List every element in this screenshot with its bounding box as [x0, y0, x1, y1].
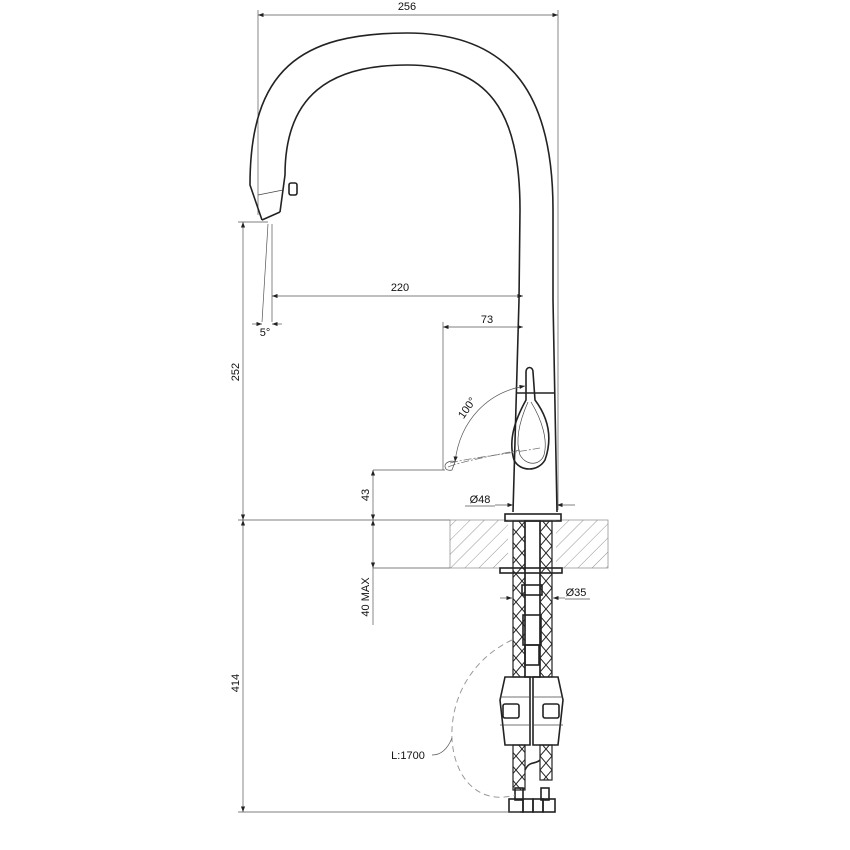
countertop-section	[449, 519, 609, 569]
faucet-spout	[249, 32, 558, 513]
lever-height-label: 43	[360, 489, 372, 501]
shank-diameter-label: Ø35	[566, 587, 587, 599]
lever-angle-label: 100°	[456, 396, 479, 422]
overall-width-label: 256	[398, 1, 416, 13]
dimension-spout-reach: 220	[272, 282, 523, 299]
hose-length-callout: L:1700	[391, 639, 516, 798]
spout-reach-label: 220	[391, 282, 409, 294]
handle-offset-label: 73	[481, 314, 493, 326]
dimension-spray-angle: 5°	[238, 221, 282, 339]
spray-angle-label: 5°	[260, 327, 271, 339]
hose-length-label: L:1700	[391, 750, 425, 762]
counter-thickness-label: 40 MAX	[360, 577, 372, 617]
hose-connector-block	[499, 676, 564, 746]
dimension-handle-offset: 73	[442, 314, 523, 470]
base-diameter-label: Ø48	[470, 494, 491, 506]
spray-button	[288, 182, 298, 196]
dimension-overall-width: 256	[257, 1, 559, 510]
dimension-heights: 252 414 43 40 MAX	[230, 222, 520, 813]
height-above-counter-label: 252	[230, 363, 242, 381]
lever-handle: 100°	[444, 366, 554, 471]
mounting-washer	[499, 567, 563, 574]
dimension-base-diameter: Ø48	[465, 494, 575, 508]
below-counter-length-label: 414	[230, 674, 242, 692]
dimension-shank-diameter: Ø35	[500, 587, 590, 601]
